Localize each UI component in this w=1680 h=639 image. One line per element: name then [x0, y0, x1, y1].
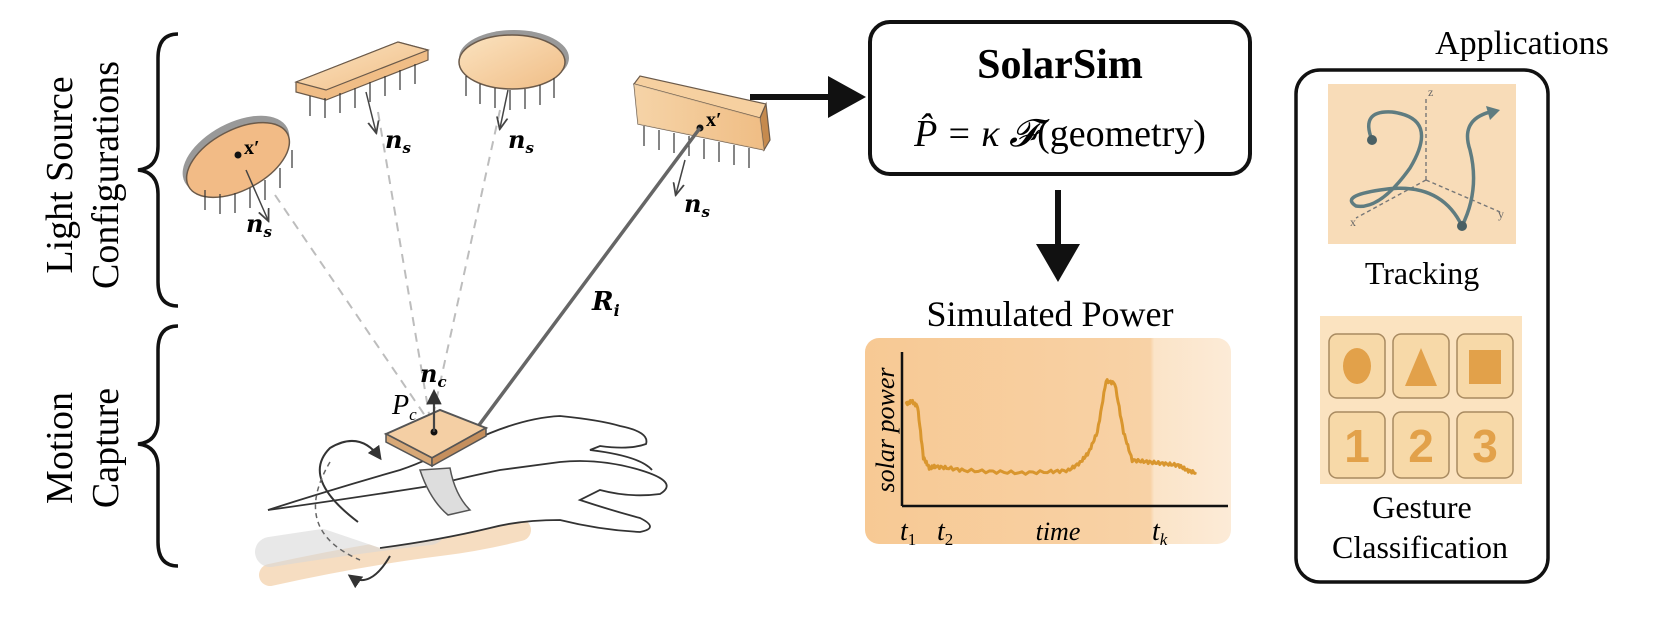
svg-text:3: 3	[1472, 420, 1498, 472]
normal-label-source3: ns	[508, 125, 534, 157]
solar-power-point	[1096, 431, 1099, 433]
light-rays	[274, 109, 501, 421]
arrow-to-simulated-power-head	[1036, 244, 1080, 282]
gesture-tile-square	[1456, 333, 1514, 399]
motion-capture-label-line1: Motion	[39, 392, 81, 504]
solar-power-point	[1177, 464, 1180, 467]
solar-power-point	[945, 467, 948, 469]
power-chart: solar power time t1 t2 tk	[865, 338, 1231, 549]
applications-title: Applications	[1435, 25, 1609, 62]
solar-power-point	[992, 470, 994, 473]
light-source-disk-right	[458, 30, 569, 128]
motion-capture-label-line2: Capture	[85, 388, 127, 508]
solar-power-point	[1166, 463, 1168, 465]
tracking-trajectory	[1349, 110, 1492, 230]
sensor-normal-label: nc	[420, 359, 447, 391]
solar-power-point	[916, 405, 919, 408]
power-chart-ylabel: solar power	[871, 367, 900, 493]
solar-power-point	[1079, 461, 1081, 464]
point-label-left: x′	[244, 137, 260, 159]
arrow-to-solarsim-head	[828, 76, 866, 118]
ray-r-i	[460, 126, 702, 450]
tick-tk: tk	[1152, 516, 1168, 549]
solarsim-title: SolarSim	[977, 42, 1143, 88]
gesture-tile-triangle	[1392, 333, 1450, 399]
tracking-axes	[1355, 96, 1501, 219]
normal-label-source1: ns	[246, 209, 272, 241]
gesture-label-line2: Classification	[1332, 529, 1508, 565]
solar-power-point	[1154, 461, 1157, 464]
normal-label-source2: ns	[385, 125, 411, 157]
solarsim-box	[868, 20, 1252, 176]
light-source-label-line1: Light Source	[39, 76, 81, 273]
solar-power-point	[905, 403, 907, 405]
power-chart-panel	[865, 338, 1231, 544]
ray-label: Ri	[591, 287, 620, 320]
solar-power-point	[1021, 472, 1023, 474]
tick-t1: t1	[900, 516, 916, 549]
solar-power-point	[1114, 382, 1116, 385]
point-label-slab: x′	[706, 109, 722, 131]
solar-power-point	[1087, 451, 1090, 454]
light-source-panel-top	[294, 41, 430, 132]
motion-capture-brace	[137, 324, 179, 568]
solar-power-point	[1186, 469, 1189, 472]
light-source-brace	[137, 32, 179, 308]
section-labels: Light Source Configurations Motion Captu…	[39, 61, 127, 508]
gesture-tile-digit-1: 1	[1328, 411, 1386, 479]
gesture-tile-digit-2: 2	[1392, 411, 1450, 479]
tick-t2: t2	[937, 516, 953, 549]
solar-power-point	[1131, 459, 1133, 461]
tracking-panel-bg	[1328, 84, 1516, 244]
tracking-panel: z y x	[1328, 84, 1516, 244]
solar-power-point	[1122, 431, 1125, 433]
solar-power-point	[928, 467, 930, 469]
axis-y-label: y	[1498, 207, 1504, 221]
axis-z-label: z	[1428, 85, 1433, 99]
simulated-power-title: Simulated Power	[927, 294, 1174, 334]
trajectory-start-point	[1367, 135, 1377, 145]
gesture-panel: 1 2 3	[1320, 316, 1522, 484]
solar-power-point	[911, 400, 913, 403]
gesture-tile-circle	[1328, 333, 1386, 399]
solar-power-point	[1195, 472, 1197, 474]
gesture-tile-digit-3: 3	[1456, 411, 1514, 479]
svg-text:1: 1	[1344, 420, 1370, 472]
light-source-disk-left	[182, 115, 293, 220]
wrist-with-sensor	[255, 388, 668, 589]
trajectory-end-point	[1457, 221, 1467, 231]
solar-power-point	[934, 465, 936, 468]
solar-power-point	[1050, 470, 1052, 473]
svg-text:2: 2	[1408, 420, 1434, 472]
normal-label-source4: ns	[684, 189, 710, 221]
solar-power-point	[1143, 460, 1145, 463]
light-source-label-line2: Configurations	[85, 61, 127, 289]
sensor-power-label: Pc	[391, 390, 417, 424]
axis-x-label: x	[1350, 215, 1356, 229]
tracking-label: Tracking	[1365, 255, 1479, 291]
solarsim-formula: P̂ = κ 𝓕(geometry)	[913, 113, 1206, 155]
power-chart-xlabel: time	[1036, 517, 1081, 546]
light-source-slab	[632, 75, 771, 194]
gesture-label-line1: Gesture	[1372, 489, 1472, 525]
solar-power-point	[922, 456, 925, 459]
solar-power-point	[963, 469, 965, 472]
solar-power-point	[1067, 469, 1070, 472]
solar-power-point	[1105, 380, 1107, 382]
